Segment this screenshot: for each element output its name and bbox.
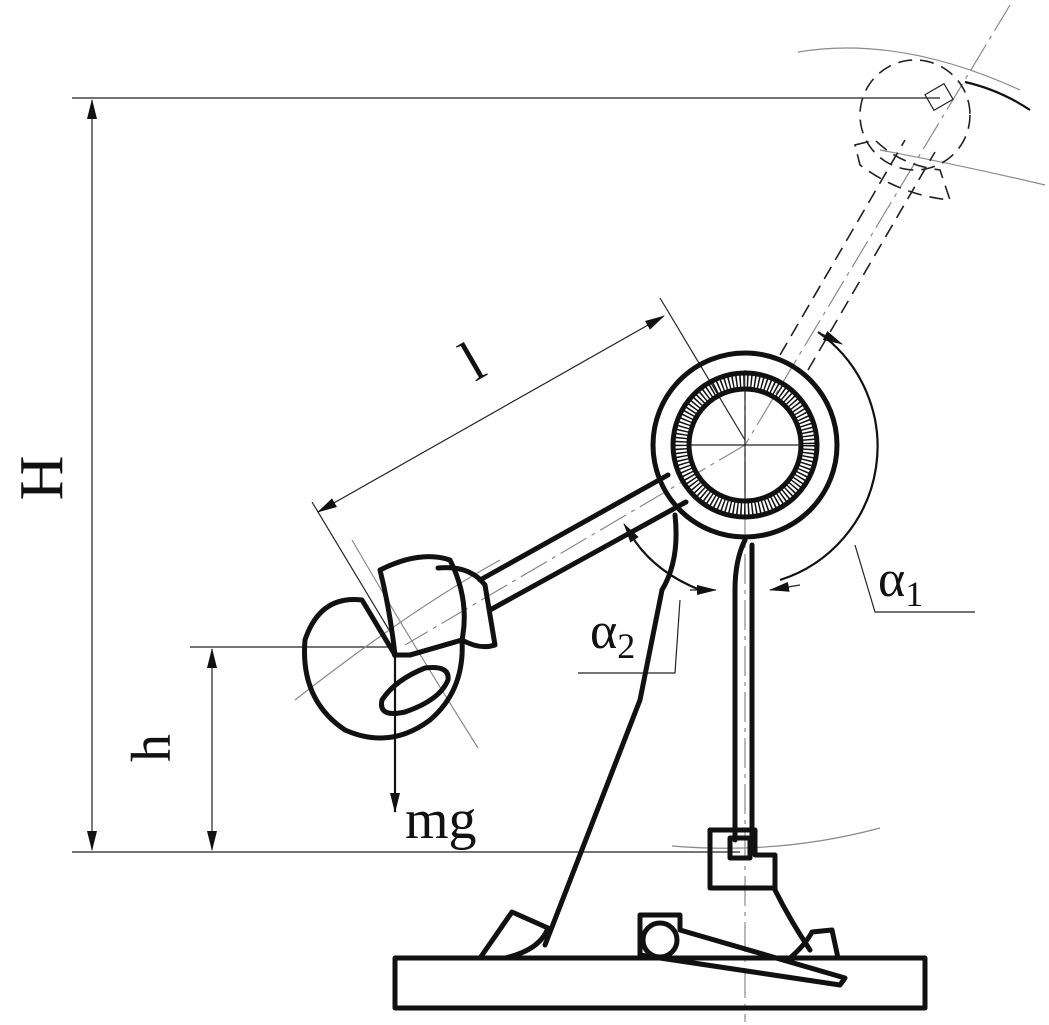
pendulum-upper-axis bbox=[744, 4, 1011, 446]
hammer-head bbox=[302, 554, 498, 741]
H-label: H bbox=[8, 456, 76, 501]
l-dimension-arrow bbox=[317, 315, 665, 513]
alpha2-leader bbox=[578, 599, 681, 674]
alpha1-leader bbox=[854, 544, 975, 613]
raised-hammer-head bbox=[859, 59, 971, 171]
bearing-rollers bbox=[675, 375, 815, 515]
specimen bbox=[727, 835, 753, 861]
base-left-foot bbox=[477, 909, 551, 961]
raised-arm-edge-1 bbox=[779, 139, 906, 356]
gravity-force: mg bbox=[390, 655, 477, 851]
hammer-body bbox=[302, 597, 465, 741]
frame-column-left bbox=[732, 537, 748, 843]
base-swing-arc bbox=[671, 827, 881, 849]
raised-hammer-cap bbox=[964, 80, 1031, 111]
hammer-window bbox=[379, 665, 451, 716]
angle-alpha2: α2 bbox=[578, 523, 717, 674]
machine-base bbox=[392, 909, 928, 1011]
alpha1-arrow-top bbox=[817, 331, 843, 345]
arm-lower-edge bbox=[487, 499, 689, 613]
pendulum-arm bbox=[477, 472, 689, 613]
alpha1-arc bbox=[779, 331, 879, 582]
pivot-shaft bbox=[686, 386, 804, 504]
base-plate bbox=[392, 955, 928, 1011]
alpha2-arrow-top bbox=[623, 523, 641, 549]
l-extension-line-pivot bbox=[659, 297, 746, 441]
raised-pendulum-dashed bbox=[779, 59, 1031, 371]
lower-hammer-axis-arc bbox=[294, 559, 501, 701]
alpha1-arrow-bottom bbox=[769, 581, 801, 592]
raised-arm-edge-2 bbox=[807, 151, 936, 371]
hammer-knife-slot bbox=[377, 554, 467, 658]
brake-roller bbox=[640, 920, 680, 960]
upper-hammer-arc bbox=[879, 149, 1046, 186]
upper-swing-arc bbox=[797, 47, 1021, 91]
frame-anvil-support bbox=[707, 827, 813, 953]
raised-hammer-latch bbox=[924, 82, 954, 112]
base-right-foot bbox=[787, 927, 841, 961]
arm-upper-edge bbox=[477, 472, 671, 583]
pivot-outer-ring bbox=[650, 350, 840, 540]
dimension-h: h bbox=[121, 646, 395, 851]
l-extension-line-hammer bbox=[311, 501, 396, 641]
pivot-assembly bbox=[650, 350, 840, 540]
dimension-H: H bbox=[8, 97, 940, 853]
pivot-bearing-outer bbox=[670, 370, 820, 520]
mg-label: mg bbox=[405, 789, 477, 851]
h-label: h bbox=[121, 734, 183, 762]
frame-left-strut bbox=[542, 512, 679, 948]
raised-hammer-knife bbox=[854, 139, 952, 201]
angle-alpha1: α1 bbox=[769, 331, 975, 614]
alpha2-label: α2 bbox=[590, 603, 635, 666]
brake-lever bbox=[637, 912, 848, 988]
machine-frame bbox=[542, 512, 813, 953]
lower-hammer-arc bbox=[351, 539, 479, 749]
hammer-clamp bbox=[435, 565, 498, 650]
frame-anvil-lower bbox=[707, 827, 778, 891]
l-label: l bbox=[449, 329, 495, 393]
alpha1-label: α1 bbox=[878, 551, 923, 614]
